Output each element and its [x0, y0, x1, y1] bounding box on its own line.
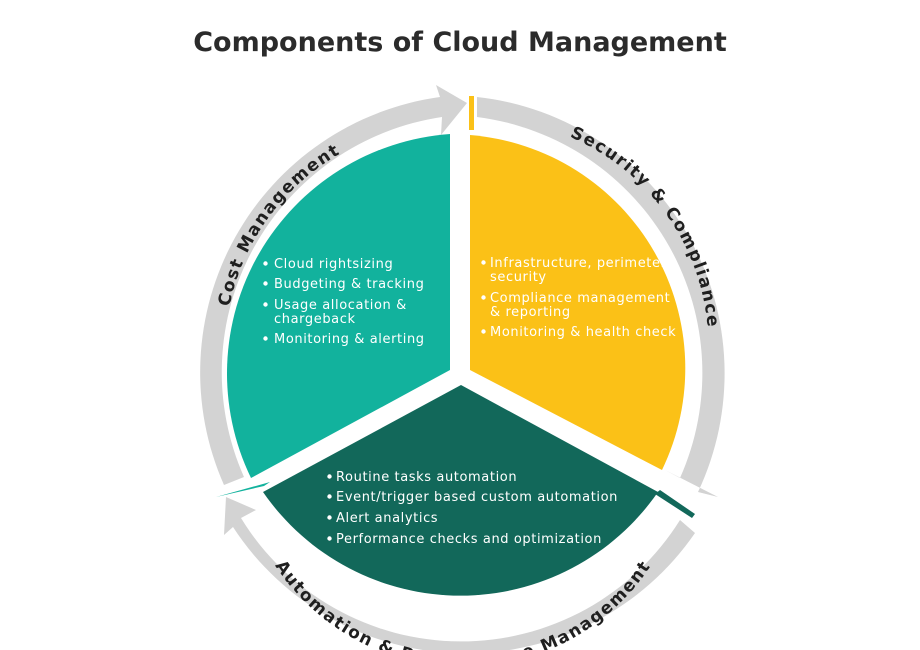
bullet-dot	[481, 329, 486, 334]
list-item-text: Monitoring & health check	[490, 325, 676, 340]
bullet-dot	[327, 536, 332, 541]
list-item-text: security	[490, 270, 547, 285]
list-item-text: Infrastructure, perimeter	[490, 256, 667, 271]
segment-automation-performance	[263, 385, 658, 596]
list-item-text: Usage allocation &	[274, 298, 407, 313]
segment-security-compliance	[470, 135, 686, 470]
bullet-dot	[481, 295, 486, 300]
security-compliance-items: Infrastructure, perimetersecurityComplia…	[481, 256, 676, 340]
list-item-text: & reporting	[490, 305, 571, 320]
bullet-dot	[263, 336, 268, 341]
cost-accent-edge	[216, 482, 270, 497]
bullet-dot	[263, 261, 268, 266]
bullet-dot	[327, 494, 332, 499]
bullet-dot	[263, 281, 268, 286]
automation-accent-edge	[655, 490, 695, 518]
list-item-text: Cloud rightsizing	[274, 257, 393, 272]
segment-cost-management	[227, 134, 450, 478]
list-item-text: chargeback	[274, 312, 356, 327]
bullet-dot	[481, 260, 486, 265]
ring-arrow-cost	[200, 85, 468, 485]
list-item-text: Performance checks and optimization	[336, 532, 602, 547]
bullet-dot	[327, 474, 332, 479]
list-item-text: Routine tasks automation	[336, 470, 517, 485]
ring-arrow-security	[477, 97, 725, 497]
list-item-text: Event/trigger based custom automation	[336, 490, 618, 505]
bullet-dot	[263, 302, 268, 307]
security-accent-edge	[469, 96, 474, 130]
list-item-text: Alert analytics	[336, 511, 438, 526]
list-item-text: Budgeting & tracking	[274, 277, 424, 292]
bullet-dot	[327, 515, 332, 520]
list-item-text: Monitoring & alerting	[274, 332, 425, 347]
page-title: Components of Cloud Management	[193, 27, 727, 58]
list-item-text: Compliance management	[490, 291, 670, 306]
